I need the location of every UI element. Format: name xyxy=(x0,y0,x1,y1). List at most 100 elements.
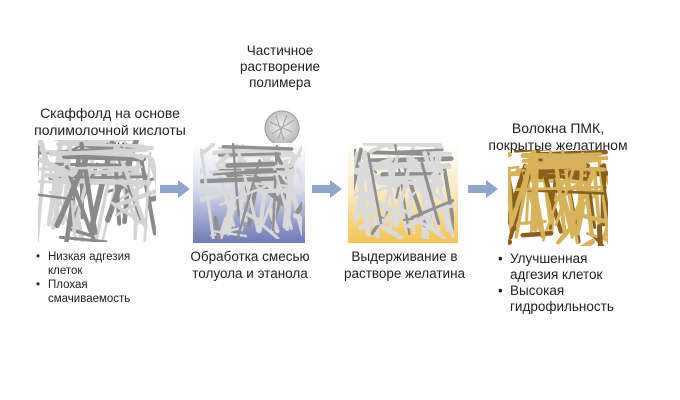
fiber-strand xyxy=(274,153,284,166)
fiber-strand xyxy=(513,150,554,153)
fiber-strand xyxy=(579,238,595,246)
fiber-strand xyxy=(217,153,230,165)
fiber-strand xyxy=(426,145,444,230)
fiber-strand xyxy=(45,149,150,159)
process-arrow-1 xyxy=(160,180,190,198)
fiber-strand xyxy=(244,212,265,224)
stage1-title-line1: Скаффолд на основе xyxy=(40,105,180,121)
fiber-strand xyxy=(386,159,397,220)
process-arrow-2 xyxy=(312,180,342,198)
stage2-caption: Обработка смесью толуола и этанола xyxy=(190,249,310,281)
fiber-strand xyxy=(436,203,454,212)
fiber-strand xyxy=(358,214,400,231)
fiber-strand xyxy=(359,192,401,217)
fiber-strand xyxy=(508,165,520,170)
dissolution-magnifier xyxy=(264,110,300,146)
fiber-strand xyxy=(38,193,75,201)
stage1-bullets: Низкая адгезия клеток Плохая смачиваемос… xyxy=(34,250,164,306)
fiber-strand xyxy=(514,185,603,191)
fiber-strand xyxy=(508,239,513,245)
stage4-bullet-2: Высокая гидрофильность xyxy=(498,283,646,315)
fiber-strand xyxy=(61,153,147,162)
fiber-strand xyxy=(295,167,302,184)
fiber-strand xyxy=(38,150,47,242)
fiber-strand xyxy=(596,224,604,246)
pla-scaffold-fibers xyxy=(38,140,156,242)
fiber-strand xyxy=(423,230,427,239)
fiber-strand xyxy=(362,143,443,148)
fiber-strand xyxy=(602,220,608,239)
fiber-strand xyxy=(213,216,222,239)
fiber-strand xyxy=(260,188,280,194)
fiber-strand xyxy=(532,163,539,232)
fiber-strand xyxy=(212,168,273,176)
stage1-bullet-1: Низкая адгезия клеток xyxy=(36,250,164,278)
fiber-strand xyxy=(514,167,531,239)
fiber-strand xyxy=(367,152,383,225)
fiber-strand xyxy=(541,167,570,242)
fiber-strand xyxy=(600,164,608,186)
fiber-strand xyxy=(213,230,248,238)
fiber-strand xyxy=(125,143,154,151)
fiber-strand xyxy=(200,190,229,203)
fiber-strand xyxy=(354,170,376,176)
stage4-title: Волокна ПМК, покрытые желатином xyxy=(488,120,628,153)
stage2-callout: Частичное растворение полимера xyxy=(240,43,320,90)
fiber-strand xyxy=(148,157,156,188)
fiber-strand xyxy=(429,154,454,239)
fiber-strand xyxy=(38,157,76,178)
fiber-strand xyxy=(282,159,302,237)
fiber-strand xyxy=(200,176,283,184)
fiber-strand xyxy=(225,161,276,168)
fiber-strand xyxy=(359,182,402,198)
fiber-strand xyxy=(63,177,152,186)
fiber-strand xyxy=(115,201,139,217)
fiber-strand xyxy=(113,188,156,208)
fiber-strand xyxy=(377,148,444,154)
treated-scaffold-image xyxy=(200,143,302,239)
fiber-strand xyxy=(110,201,148,228)
fiber-strand xyxy=(354,163,368,229)
pla-scaffold-image xyxy=(38,140,156,242)
fiber-strand xyxy=(221,145,294,151)
fiber-strand xyxy=(271,144,279,232)
fiber-strand xyxy=(200,186,215,193)
fiber-strand xyxy=(54,157,89,229)
fiber-strand xyxy=(200,148,215,239)
fiber-strand xyxy=(38,140,49,164)
fiber-strand xyxy=(146,195,156,203)
gelatin-coated-fibers-image xyxy=(508,150,608,246)
fiber-strand xyxy=(378,223,404,239)
fiber-strand xyxy=(295,201,302,215)
fiber-strand xyxy=(422,150,433,173)
fiber-strand xyxy=(369,143,398,153)
fiber-strand xyxy=(357,161,452,170)
fiber-strand xyxy=(64,165,97,242)
fiber-strand xyxy=(354,190,363,198)
stage1-bullet-2: Плохая смачиваемость xyxy=(36,278,164,306)
fiber-strand xyxy=(395,186,401,199)
process-arrow-3 xyxy=(468,180,498,198)
fiber-strand xyxy=(410,199,454,219)
fiber-strand xyxy=(442,164,454,234)
fiber-strand xyxy=(424,230,430,239)
fiber-strand xyxy=(553,158,567,237)
soaked-scaffold-image xyxy=(354,143,454,239)
fiber-strand xyxy=(599,164,608,220)
fiber-strand xyxy=(219,185,267,206)
fiber-strand xyxy=(420,161,441,226)
fiber-strand xyxy=(575,186,600,195)
fiber-strand xyxy=(58,235,108,242)
fiber-strand xyxy=(115,145,148,230)
fiber-strand xyxy=(231,143,240,217)
fiber-strand xyxy=(211,186,247,203)
fiber-strand xyxy=(571,211,608,224)
fiber-strand xyxy=(592,171,602,235)
stage4-bullet-1: Улучшенная адгезия клеток xyxy=(498,251,646,283)
fiber-strand xyxy=(520,230,554,238)
stage3-caption: Выдерживание в растворе желатина xyxy=(343,249,466,281)
fiber-strand xyxy=(403,209,447,239)
fiber-strand xyxy=(554,156,579,227)
fiber-strand xyxy=(520,219,547,226)
stage4-bullets: Улучшенная адгезия клеток Высокая гидроф… xyxy=(496,251,646,315)
